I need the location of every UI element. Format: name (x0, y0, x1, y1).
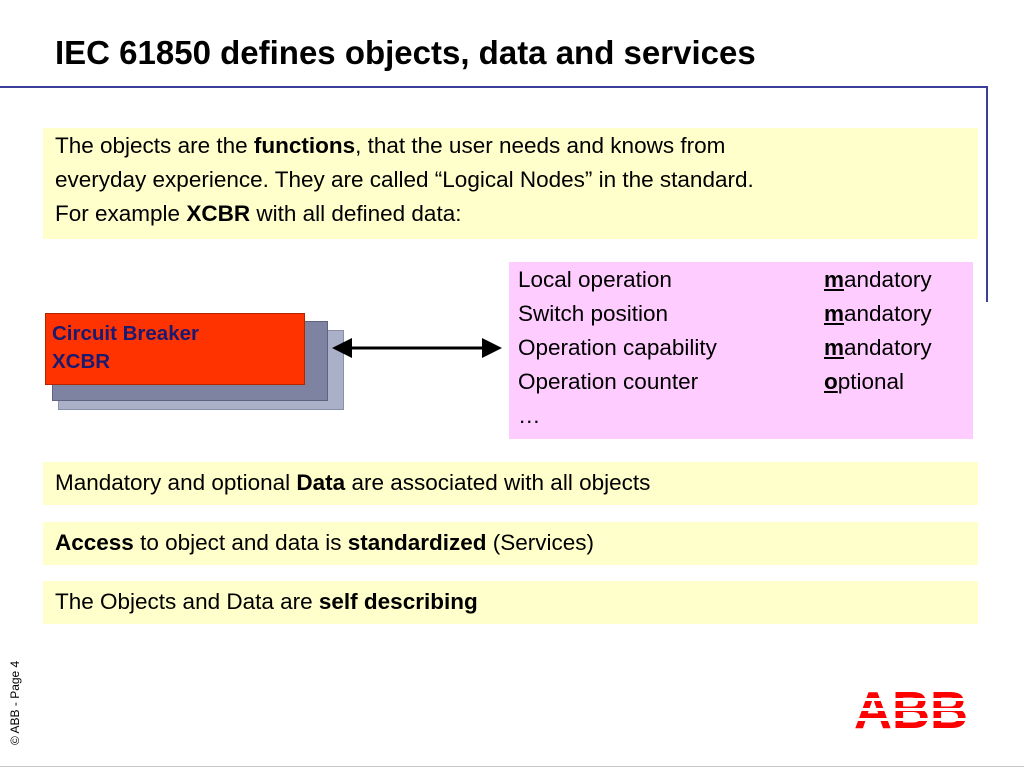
keyword-xcbr: XCBR (186, 201, 251, 226)
logical-node-data-box: Local operation mandatory Switch positio… (509, 262, 973, 439)
data-row: Local operation mandatory (518, 267, 932, 292)
circuit-breaker-label: Circuit Breaker (52, 322, 199, 345)
circuit-breaker-code: XCBR (52, 350, 111, 373)
circuit-breaker-box: Circuit Breaker XCBR (45, 313, 305, 385)
intro-line-3: For example XCBR with all defined data: (55, 201, 462, 226)
intro-line-2: everyday experience. They are called “Lo… (55, 167, 754, 192)
slide-title: IEC 61850 defines objects, data and serv… (55, 34, 756, 71)
keyword-self-describing: self describing (318, 589, 478, 614)
title-rule (0, 86, 988, 88)
data-row: Switch position mandatory (518, 301, 932, 326)
title-rule-vertical (986, 86, 988, 302)
intro-box: The objects are the functions, that the … (43, 128, 978, 239)
data-row: Operation counter optional (518, 369, 905, 394)
intro-line-1: The objects are the functions, that the … (55, 133, 726, 158)
page-footer: © ABB - Page 4 (8, 660, 22, 745)
abb-logo: ABB (853, 686, 969, 730)
bottom-rule (0, 766, 1024, 767)
statement-data-box: Mandatory and optional Data are associat… (43, 462, 978, 505)
keyword-standardized: standardized (347, 530, 487, 555)
keyword-functions: functions (253, 133, 356, 158)
data-row: Operation capability mandatory (518, 335, 932, 360)
keyword-access: Access (55, 530, 134, 555)
double-arrow-icon (332, 338, 502, 358)
data-ellipsis: … (518, 403, 541, 428)
statement-access-box: Access to object and data is standardize… (43, 522, 978, 565)
keyword-data: Data (296, 470, 346, 495)
statement-self-describing-box: The Objects and Data are self describing (43, 581, 978, 624)
